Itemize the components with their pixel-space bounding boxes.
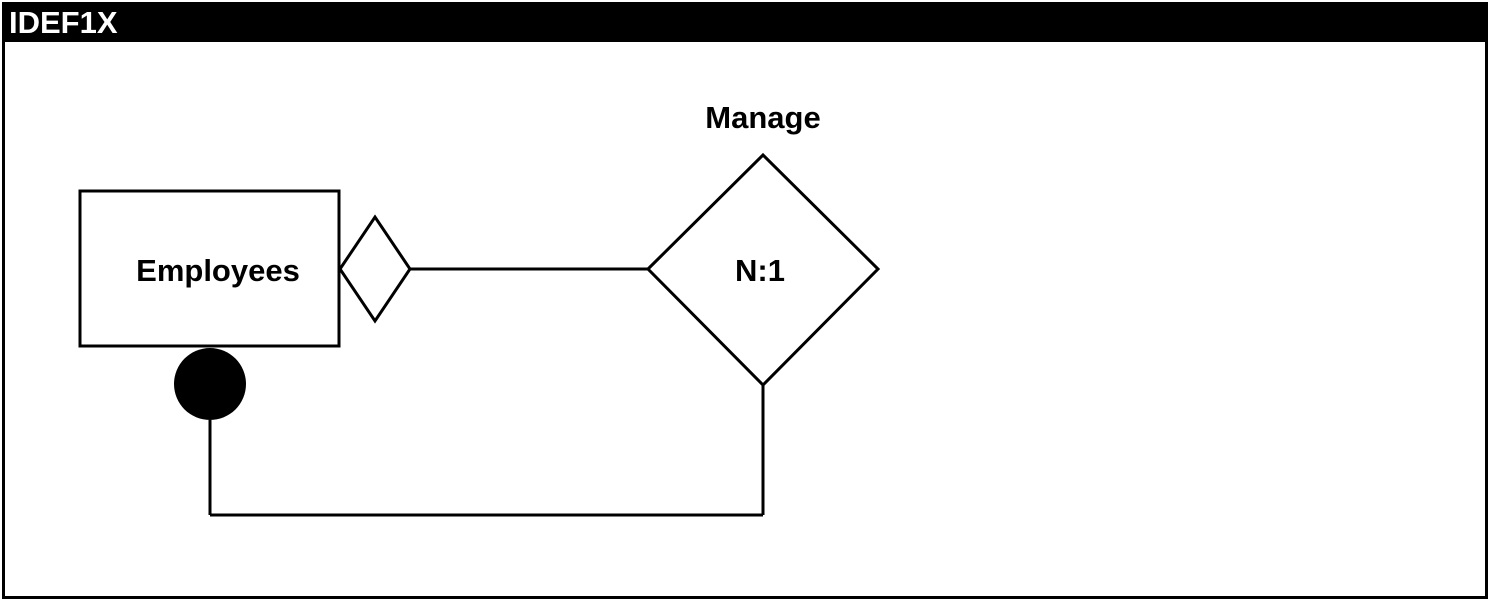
employees-entity-label: Employees — [136, 253, 300, 288]
relationship-cardinality-label: N:1 — [735, 253, 785, 288]
many-cardinality-dot — [174, 348, 246, 420]
relationship-name-label: Manage — [705, 100, 820, 135]
diagram-title: IDEF1X — [9, 5, 118, 40]
manage-relationship-diamond[interactable] — [645, 152, 881, 388]
aggregation-diamond-marker — [338, 214, 412, 324]
title-bar: IDEF1X — [5, 5, 1485, 42]
